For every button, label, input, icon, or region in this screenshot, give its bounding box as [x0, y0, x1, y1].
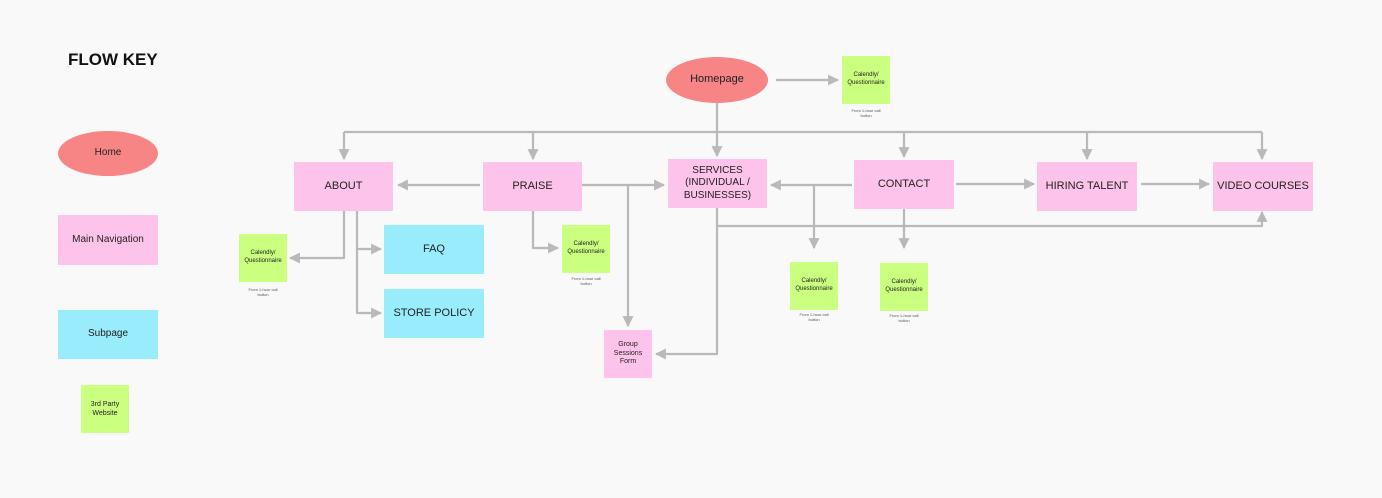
node-homepage[interactable]: Homepage: [666, 57, 768, 103]
calendly-praise[interactable]: Calendly/ Questionnaire: [562, 225, 610, 273]
flow-key-title: FLOW KEY: [68, 50, 158, 69]
node-faq[interactable]: FAQ: [384, 225, 484, 274]
connector-services-video: [715, 208, 1268, 228]
connector-about-store: [355, 249, 383, 319]
connector-services-group: [654, 226, 719, 360]
node-video-courses[interactable]: VIDEO COURSES: [1213, 162, 1313, 211]
connector-praise-calendly: [531, 211, 560, 254]
calendly-contact-right[interactable]: Calendly/ Questionnaire: [880, 263, 928, 311]
node-hiring-talent[interactable]: HIRING TALENT: [1037, 162, 1137, 211]
calendly-contact-left-note: From 1-hour call button: [799, 312, 829, 322]
node-praise[interactable]: PRAISE: [483, 162, 582, 211]
node-group-sessions-form[interactable]: Group Sessions Form: [604, 330, 652, 378]
calendly-contact-left[interactable]: Calendly/ Questionnaire: [790, 262, 838, 310]
calendly-contact-right-note: From 1-hour call button: [889, 313, 919, 323]
node-contact[interactable]: CONTACT: [854, 160, 954, 209]
node-services[interactable]: SERVICES (INDIVIDUAL / BUSINESSES): [668, 159, 767, 208]
connector-about-faq: [355, 211, 383, 255]
connector-about-calendly: [288, 211, 346, 264]
calendly-about-note: From 1-hour call button: [248, 287, 278, 297]
calendly-praise-note: From 1-hour call button: [571, 276, 601, 286]
node-store-policy[interactable]: STORE POLICY: [384, 289, 484, 338]
key-main-navigation: Main Navigation: [58, 215, 158, 265]
key-home: Home: [58, 131, 158, 176]
key-subpage: Subpage: [58, 310, 158, 359]
key-third-party: 3rd Party Website: [81, 385, 129, 433]
calendly-homepage-note: From 1-hour call button: [851, 108, 881, 118]
calendly-about[interactable]: Calendly/ Questionnaire: [239, 234, 287, 282]
calendly-homepage[interactable]: Calendly/ Questionnaire: [842, 56, 890, 104]
node-about[interactable]: ABOUT: [294, 162, 393, 211]
